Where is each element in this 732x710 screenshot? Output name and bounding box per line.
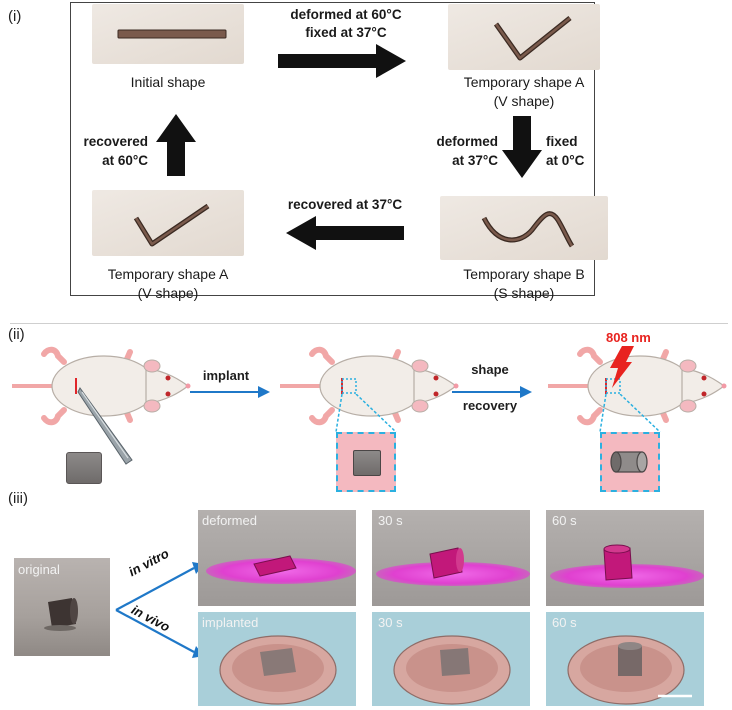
vivo-60s-photo: 60 s [546,612,704,706]
temp-shape-b-caption-2: (S shape) [493,285,555,301]
bottom-arrow-label: recovered at 37°C [287,197,403,212]
tissue-30s-icon [393,635,511,705]
v-shape-strip-bottom-icon [133,203,210,247]
vitro-60s-photo: 60 s [546,510,704,606]
half-tube-icon [429,547,464,579]
zoom-box-3 [600,432,660,492]
tissue-implanted-icon [219,635,337,705]
temp-shape-a-caption-1: Temporary shape A [463,74,585,90]
laser-wavelength-label: 808 nm [606,330,651,345]
original-tube-icon [44,598,78,631]
vivo-30s-label: 30 s [378,615,403,630]
temp-shape-a-bottom-photo [92,190,244,256]
right-arrow-label-left-2: at 37°C [452,153,498,168]
vitro-60s-label: 60 s [552,513,577,528]
left-arrow-label-1: recovered [83,134,148,149]
vivo-60s-label: 60 s [552,615,577,630]
right-arrow-label-right-2: at 0°C [546,153,585,168]
temp-shape-a-photo [448,4,600,70]
temp-shape-b-photo [440,196,608,260]
panel-iii-label: (iii) [8,490,28,507]
full-tube-icon [603,544,633,581]
initial-shape-caption: Initial shape [130,74,206,90]
original-photo: original [14,558,110,656]
down-arrow-icon [502,116,542,178]
panel-i-frame [70,2,595,296]
implanted-cube [353,450,381,476]
temp-shape-a-bottom-caption-1: Temporary shape A [107,266,229,282]
vivo-30s-photo: 30 s [372,612,530,706]
laser-bolt-icon [610,346,634,388]
right-arrow-icon [278,44,406,78]
blue-arrow-icon [190,386,270,398]
recovered-tube-icon [610,451,648,473]
top-arrow-label-1: deformed at 60°C [290,7,402,22]
zoom-lines-3 [599,394,661,433]
s-shape-strip-icon [481,211,575,248]
rat-1-icon [12,346,191,426]
top-arrow-label-2: fixed at 37°C [305,25,387,40]
left-arrow-label-2: at 60°C [102,153,148,168]
left-arrow-icon [286,216,404,250]
zoom-lines-2 [335,394,397,433]
branch-arrows-icon [115,562,204,658]
vivo-implanted-photo: implanted [198,612,356,706]
up-arrow-icon [156,114,196,176]
vitro-deformed-photo: deformed [198,510,356,606]
right-arrow-label-left-1: deformed [436,134,498,149]
temp-shape-a-bottom-caption-2: (V shape) [137,285,199,301]
vitro-deformed-label: deformed [202,513,257,528]
temp-shape-b-caption-1: Temporary shape B [463,266,585,282]
vitro-30s-label: 30 s [378,513,403,528]
zoom-box-2 [336,432,396,492]
right-arrow-label-right-1: fixed [546,134,578,149]
shape-recovery-label-2: recovery [462,398,518,413]
panel-ii-label: (ii) [8,326,25,343]
temp-shape-a-caption-2: (V shape) [493,93,555,109]
implant-label: implant [202,368,250,383]
forceps-icon [77,387,133,465]
rat-2-icon [280,346,459,426]
tissue-60s-icon [567,635,692,705]
panel-i-label: (i) [8,8,22,25]
blue-arrow-2-icon [452,386,532,398]
original-label: original [18,562,60,577]
scaffold-cube [66,452,102,484]
vitro-30s-photo: 30 s [372,510,530,606]
initial-shape-photo [92,4,244,64]
flat-strip-icon [117,29,227,39]
rat-3-icon [548,346,727,426]
vivo-implanted-label: implanted [202,615,259,630]
shape-recovery-label-1: shape [471,362,509,377]
section-divider [10,323,728,324]
v-shape-strip-icon [493,16,572,61]
flat-tube-icon [253,555,297,577]
